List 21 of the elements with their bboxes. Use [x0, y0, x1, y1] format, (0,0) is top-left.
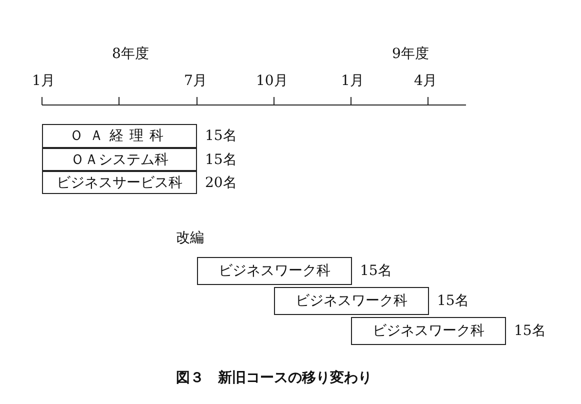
enrollment-label: 15名 [205, 150, 237, 168]
enrollment-label: 15名 [437, 292, 469, 310]
fiscal-year-label: 9年度 [392, 45, 429, 63]
fiscal-year-label: 8年度 [112, 45, 149, 63]
course-box: ＯＡ経理科 [42, 124, 197, 148]
course-box: ビジネスワーク科 [351, 317, 506, 345]
month-label: 10月 [256, 72, 288, 90]
enrollment-label: 15名 [360, 262, 392, 280]
enrollment-label: 15名 [514, 322, 546, 340]
course-box: ビジネスワーク科 [274, 287, 429, 315]
enrollment-label: 20名 [205, 174, 237, 192]
month-label: 7月 [184, 72, 207, 90]
month-label: 1月 [32, 72, 55, 90]
month-label: 4月 [414, 72, 437, 90]
note-label: 改編 [176, 229, 204, 247]
figure-caption: 図３ 新旧コースの移り変わり [176, 369, 372, 387]
course-box: ビジネスサービス科 [42, 171, 197, 194]
enrollment-label: 15名 [205, 127, 237, 145]
course-box: ＯＡシステム科 [42, 148, 197, 171]
month-label: 1月 [341, 72, 364, 90]
course-box: ビジネスワーク科 [197, 257, 352, 285]
